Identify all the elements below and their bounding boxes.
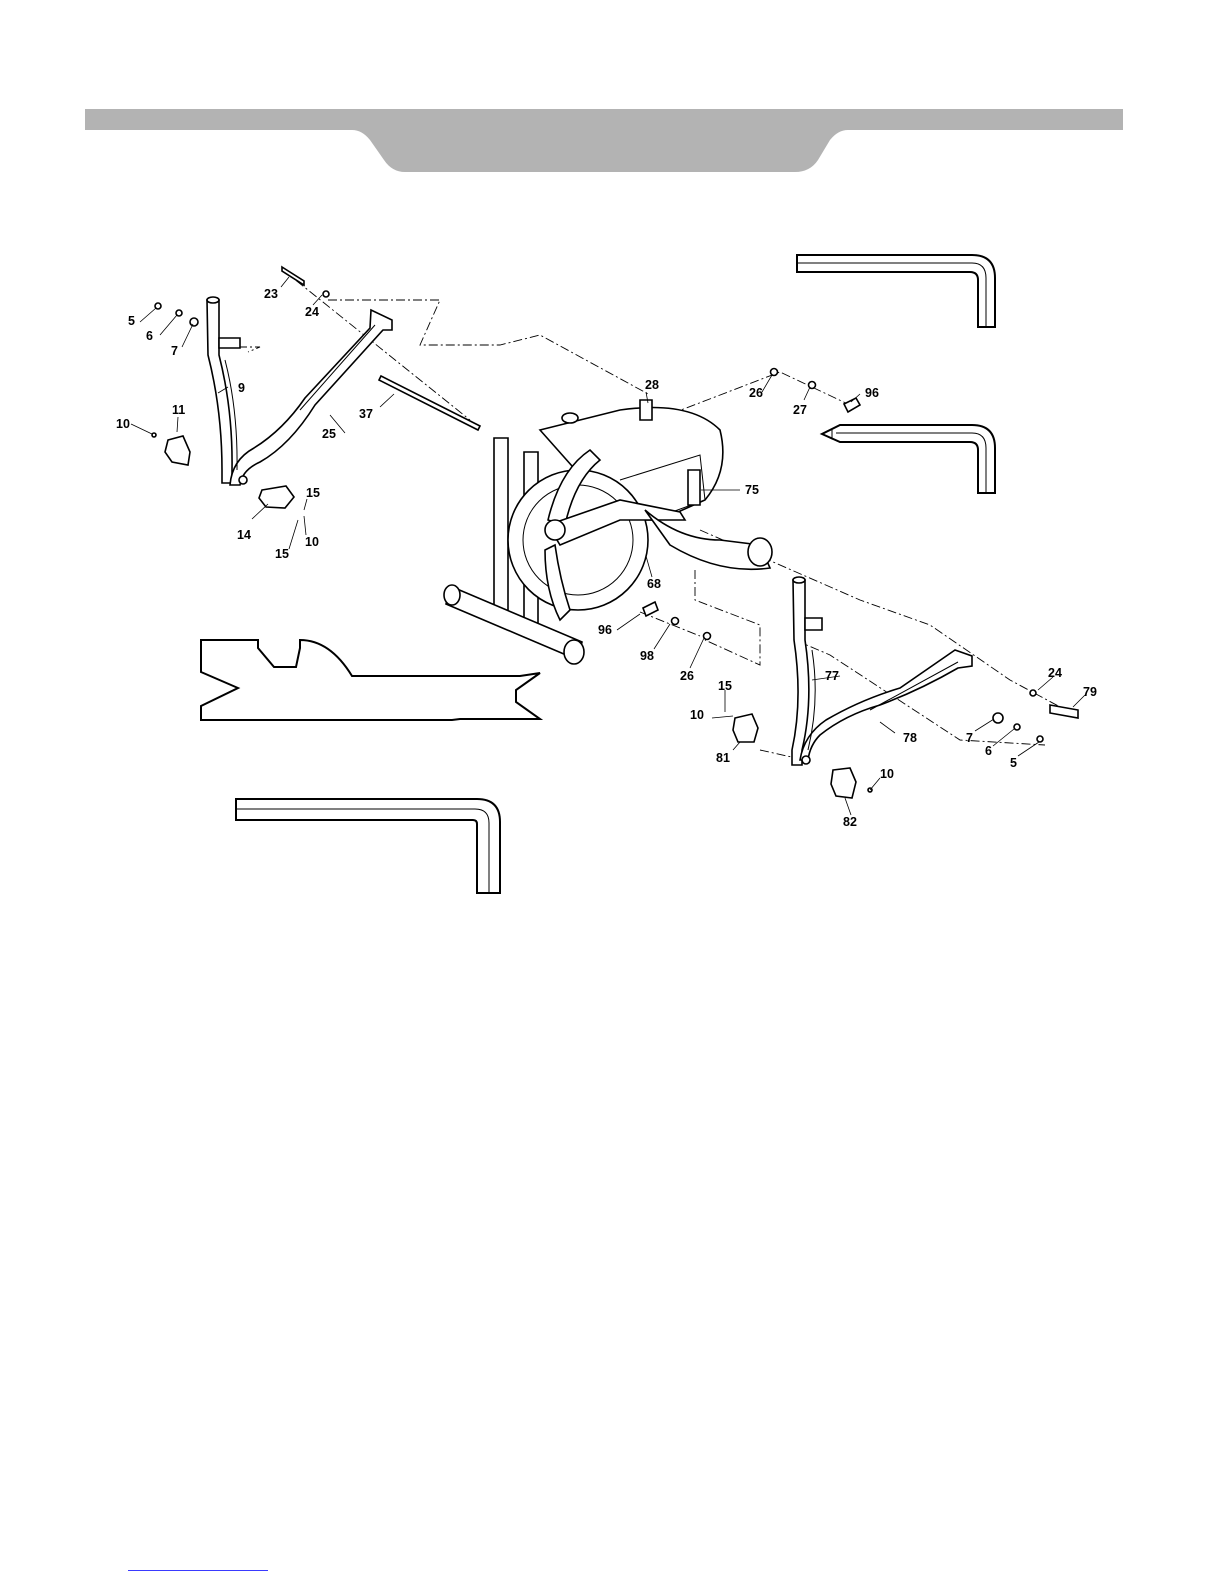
part-label-5: 5 [128, 314, 135, 328]
assembly-diagram: 5 6 7 9 10 11 14 15 15 10 23 24 25 37 28… [0, 0, 1225, 920]
allen-key-tool-top [797, 255, 995, 327]
part-label-27: 27 [793, 403, 807, 417]
screwdriver-tool [822, 425, 995, 493]
part-label-96: 96 [865, 386, 879, 400]
part-label-24: 24 [1048, 666, 1062, 680]
right-handlebar-assembly [733, 577, 1078, 798]
part-label-25: 25 [322, 427, 336, 441]
part-label-26: 26 [749, 386, 763, 400]
part-label-79: 79 [1083, 685, 1097, 699]
part-label-15: 15 [306, 486, 320, 500]
part-label-7: 7 [171, 344, 178, 358]
part-label-26: 26 [680, 669, 694, 683]
part-label-7: 7 [966, 731, 973, 745]
part-label-11: 11 [172, 403, 185, 417]
footer-rule [128, 1570, 268, 1571]
part-label-28: 28 [645, 378, 659, 392]
part-label-23: 23 [264, 287, 278, 301]
part-label-15: 15 [718, 679, 732, 693]
part-label-37: 37 [359, 407, 373, 421]
part-label-82: 82 [843, 815, 857, 829]
part-label-68: 68 [647, 577, 661, 591]
part-label-10: 10 [690, 708, 704, 722]
part-label-75: 75 [745, 483, 759, 497]
part-label-10: 10 [305, 535, 319, 549]
part-label-10: 10 [116, 417, 130, 431]
part-label-10: 10 [880, 767, 894, 781]
part-label-9: 9 [238, 381, 245, 395]
part-label-5: 5 [1010, 756, 1017, 770]
wrench-tool [201, 640, 540, 720]
left-handlebar-assembly [152, 267, 392, 508]
part-label-77: 77 [825, 669, 839, 683]
allen-key-tool-bottom [236, 799, 500, 893]
connecting-rod [379, 376, 480, 430]
part-label-78: 78 [903, 731, 917, 745]
part-label-24: 24 [305, 305, 319, 319]
part-label-15: 15 [275, 547, 289, 561]
part-label-6: 6 [146, 329, 153, 343]
part-label-81: 81 [716, 751, 730, 765]
part-label-6: 6 [985, 744, 992, 758]
part-label-98: 98 [640, 649, 654, 663]
part-label-96: 96 [598, 623, 612, 637]
part-label-14: 14 [237, 528, 251, 542]
